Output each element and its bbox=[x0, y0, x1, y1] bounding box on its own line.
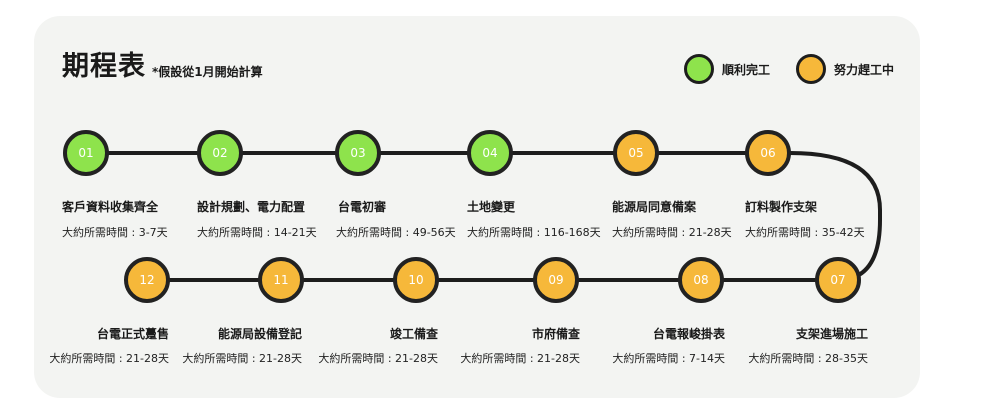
step-3-node: 03 bbox=[335, 130, 381, 176]
page-title: 期程表 bbox=[62, 51, 146, 82]
step-8-title: 台電報峻掛表 bbox=[652, 327, 725, 341]
step-2-number: 02 bbox=[212, 146, 228, 160]
step-6-node: 06 bbox=[745, 130, 791, 176]
legend-done-label: 順利完工 bbox=[722, 62, 771, 77]
step-11-duration: 大約所需時間 : 21-28天 bbox=[182, 352, 302, 365]
step-4-duration: 大約所需時間 : 116-168天 bbox=[467, 226, 601, 239]
step-2-title: 設計規劃、電力配置 bbox=[197, 200, 306, 214]
step-7-title: 支架進場施工 bbox=[795, 327, 868, 341]
step-11-node: 11 bbox=[258, 257, 304, 303]
step-1-title: 客戶資料收集齊全 bbox=[62, 200, 159, 214]
step-7-node: 07 bbox=[815, 257, 861, 303]
step-11-number: 11 bbox=[273, 273, 289, 287]
step-6-number: 06 bbox=[760, 146, 776, 160]
step-12-title: 台電正式躉售 bbox=[96, 327, 169, 341]
step-1-number: 01 bbox=[78, 146, 94, 160]
step-10-title: 竣工備查 bbox=[389, 327, 438, 341]
step-8-duration: 大約所需時間 : 7-14天 bbox=[612, 352, 725, 365]
step-9-node: 09 bbox=[533, 257, 579, 303]
step-1-node: 01 bbox=[63, 130, 109, 176]
step-10-number: 10 bbox=[408, 273, 424, 287]
step-11-title: 能源局設備登記 bbox=[217, 327, 302, 341]
step-12-node: 12 bbox=[124, 257, 170, 303]
step-5-number: 05 bbox=[628, 146, 644, 160]
legend-done-dot bbox=[684, 54, 714, 84]
step-12-number: 12 bbox=[139, 273, 155, 287]
step-6-title: 訂料製作支架 bbox=[745, 200, 818, 214]
step-9-number: 09 bbox=[548, 273, 564, 287]
page-subtitle: *假設從1月開始計算 bbox=[152, 65, 263, 79]
step-4-title: 土地變更 bbox=[467, 200, 516, 214]
step-9-title: 市府備查 bbox=[531, 327, 580, 341]
step-4-node: 04 bbox=[467, 130, 513, 176]
step-4-number: 04 bbox=[482, 146, 498, 160]
step-8-node: 08 bbox=[678, 257, 724, 303]
step-12-duration: 大約所需時間 : 21-28天 bbox=[49, 352, 169, 365]
legend-done: 順利完工 bbox=[684, 54, 770, 84]
step-3-title: 台電初審 bbox=[338, 200, 387, 214]
legend-in-progress: 努力趕工中 bbox=[796, 54, 894, 84]
step-2-node: 02 bbox=[197, 130, 243, 176]
step-2-duration: 大約所需時間 : 14-21天 bbox=[197, 226, 317, 239]
step-6-duration: 大約所需時間 : 35-42天 bbox=[745, 226, 865, 239]
schedule-card bbox=[34, 16, 920, 398]
step-5-title: 能源局同意備案 bbox=[612, 200, 697, 214]
step-10-node: 10 bbox=[393, 257, 439, 303]
step-5-duration: 大約所需時間 : 21-28天 bbox=[612, 226, 732, 239]
step-5-node: 05 bbox=[613, 130, 659, 176]
step-7-number: 07 bbox=[830, 273, 846, 287]
step-9-duration: 大約所需時間 : 21-28天 bbox=[460, 352, 580, 365]
step-3-duration: 大約所需時間 : 49-56天 bbox=[336, 226, 456, 239]
step-7-duration: 大約所需時間 : 28-35天 bbox=[748, 352, 868, 365]
step-10-duration: 大約所需時間 : 21-28天 bbox=[318, 352, 438, 365]
legend-in-progress-dot bbox=[796, 54, 826, 84]
legend-in-progress-label: 努力趕工中 bbox=[834, 62, 895, 77]
step-1-duration: 大約所需時間 : 3-7天 bbox=[62, 226, 168, 239]
step-3-number: 03 bbox=[350, 146, 366, 160]
step-8-number: 08 bbox=[693, 273, 709, 287]
